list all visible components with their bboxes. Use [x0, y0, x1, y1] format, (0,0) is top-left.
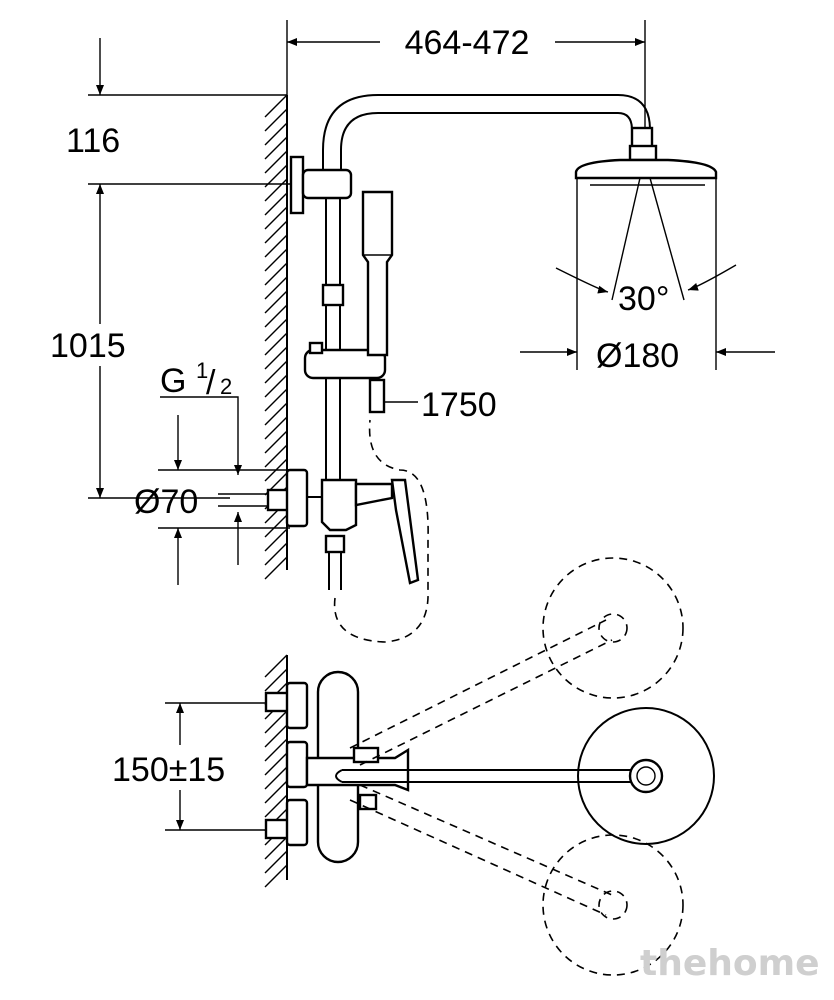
flange-diameter-label: Ø70 [134, 483, 198, 521]
thread-denominator: 2 [220, 374, 232, 399]
watermark: thehome [640, 943, 820, 984]
thread-label: G [160, 362, 186, 400]
shower-rail [289, 94, 651, 500]
head-diameter-label: Ø180 [596, 337, 679, 375]
mixer-top-view [264, 670, 640, 864]
top-offset-label: 116 [66, 122, 120, 160]
hand-shower: 1750 [361, 190, 497, 424]
centres-label: 150±15 [112, 751, 225, 789]
connection-dimensions: G 1 / 2 Ø70 [134, 358, 290, 585]
hose-length-label: 1750 [421, 386, 497, 424]
vertical-dimensions: 116 1015 [48, 38, 295, 499]
thread-slash: / [206, 364, 216, 402]
arm-length-label: 464-472 [405, 24, 530, 62]
head-top-view [577, 707, 715, 845]
rail-height-label: 1015 [50, 327, 126, 365]
thread-numerator: 1 [196, 358, 208, 383]
wall-top-view [264, 654, 288, 888]
centres-dimension: 150±15 [112, 702, 295, 831]
head-swivel-positions [349, 557, 684, 976]
mixer-side-view [266, 419, 429, 643]
spray-angle-label: 30° [618, 280, 669, 318]
head-shower-side: 30° Ø180 [520, 126, 775, 375]
arm-length-dimension: 464-472 [286, 20, 646, 130]
